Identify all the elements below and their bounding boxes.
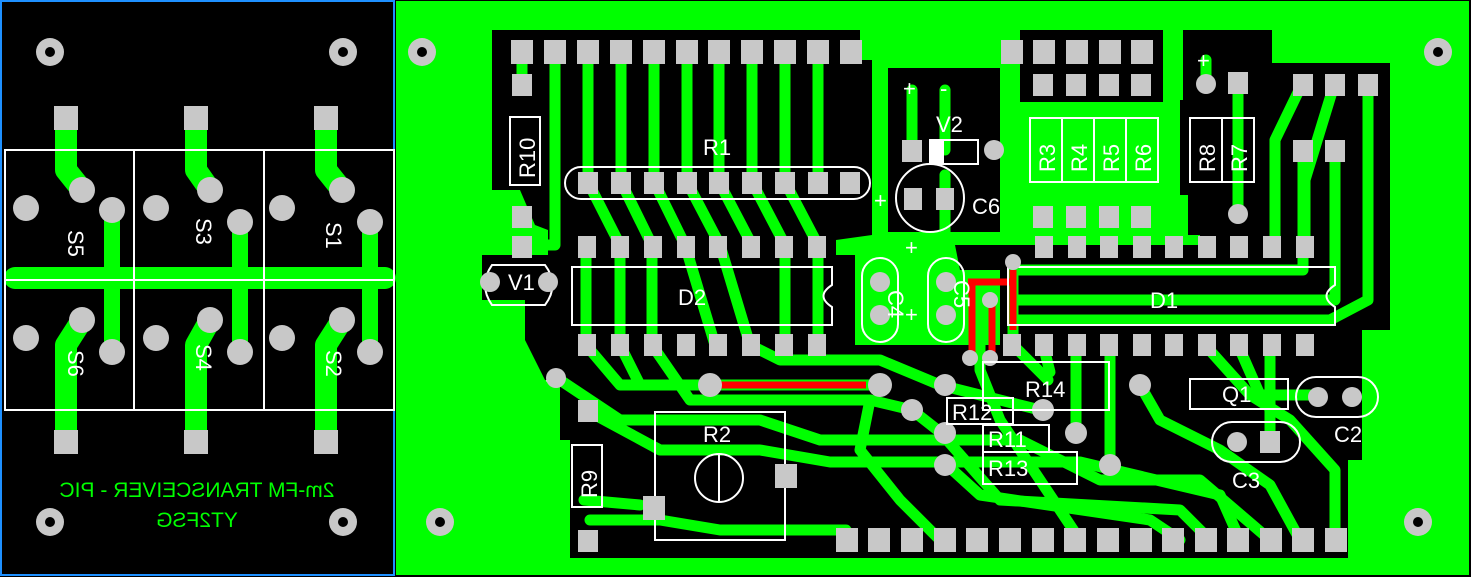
header-top-middle — [1001, 40, 1153, 96]
label-c3: C3 — [1232, 468, 1260, 493]
board-title: 2m-FM TRANSCEIVER - PIC YT2FSG — [60, 479, 335, 532]
label-r14: R14 — [1025, 377, 1065, 402]
label-s3: S3 — [191, 218, 216, 245]
label-r1: R1 — [703, 135, 731, 160]
minus-marker-v2: - — [940, 76, 947, 101]
component-r2: R2 — [643, 411, 797, 541]
label-r11: R11 — [988, 427, 1027, 452]
label-r12: R12 — [952, 400, 992, 425]
component-v1: V1 — [480, 264, 558, 306]
label-r7: R7 — [1227, 144, 1252, 172]
component-d2: D2 — [571, 236, 833, 356]
label-r3: R3 — [1035, 144, 1060, 172]
label-q1: Q1 — [1222, 382, 1251, 407]
component-r1: R1 — [564, 135, 871, 200]
plus-marker-c4: + — [905, 302, 918, 327]
plus-marker-c5: + — [905, 235, 918, 260]
component-r10: R10 — [509, 116, 541, 258]
plus-marker-c6: + — [874, 188, 887, 213]
label-v1: V1 — [508, 270, 535, 295]
switch-pads — [13, 106, 383, 454]
label-d1: D1 — [1150, 288, 1178, 313]
label-s5: S5 — [63, 230, 88, 257]
component-v2: + - V2 — [902, 76, 1004, 165]
components-r8-r7: + R8 R7 — [1189, 48, 1378, 224]
label-s6: S6 — [63, 350, 88, 377]
label-c4: C4 — [883, 290, 908, 318]
label-d2: D2 — [678, 285, 706, 310]
header-top-left — [511, 40, 862, 96]
label-v2: V2 — [936, 112, 963, 137]
label-r4: R4 — [1067, 144, 1092, 172]
label-r10: R10 — [515, 138, 540, 178]
main-mounting-holes — [408, 38, 1452, 536]
bottom-connector — [836, 528, 1347, 552]
switch-outlines — [4, 149, 395, 411]
plus-marker-v2: + — [903, 76, 916, 101]
label-c6: C6 — [972, 194, 1000, 219]
component-c6: C6 + — [874, 163, 1000, 233]
label-r8: R8 — [1195, 144, 1220, 172]
jumper-wires — [720, 270, 1017, 389]
left-mounting-holes — [36, 38, 357, 536]
title-line1: 2m-FM TRANSCEIVER - PIC — [60, 479, 335, 502]
component-r9: R9 — [571, 444, 603, 552]
label-r13: R13 — [988, 456, 1028, 481]
title-line2: YT2FSG — [156, 509, 238, 532]
switch-panel: S5 S3 S1 S6 S4 S2 2m-FM TRANSCEIVER - PI… — [0, 0, 396, 576]
main-board: R10 R1 V1 D2 — [396, 1, 1469, 575]
plus-marker-r8: + — [1197, 48, 1210, 73]
label-r6: R6 — [1131, 144, 1156, 172]
component-c5: C5 — [927, 257, 974, 343]
label-r2: R2 — [703, 422, 731, 447]
component-c3: C3 — [1211, 421, 1301, 493]
label-r5: R5 — [1099, 144, 1124, 172]
label-c5: C5 — [949, 280, 974, 308]
label-s2: S2 — [321, 350, 346, 377]
label-c2: C2 — [1334, 422, 1362, 447]
components-r3-r6: R3 R4 R5 R6 — [1029, 117, 1159, 228]
component-c4: C4 + + — [861, 235, 918, 343]
component-c2: C2 — [1295, 376, 1379, 447]
component-q1: Q1 — [1189, 378, 1289, 410]
component-d1: D1 — [962, 236, 1336, 366]
components-r11-r14: R14 R12 R11 R13 — [946, 361, 1110, 485]
label-s4: S4 — [191, 344, 216, 371]
label-s1: S1 — [321, 222, 346, 249]
label-r9: R9 — [577, 470, 602, 498]
